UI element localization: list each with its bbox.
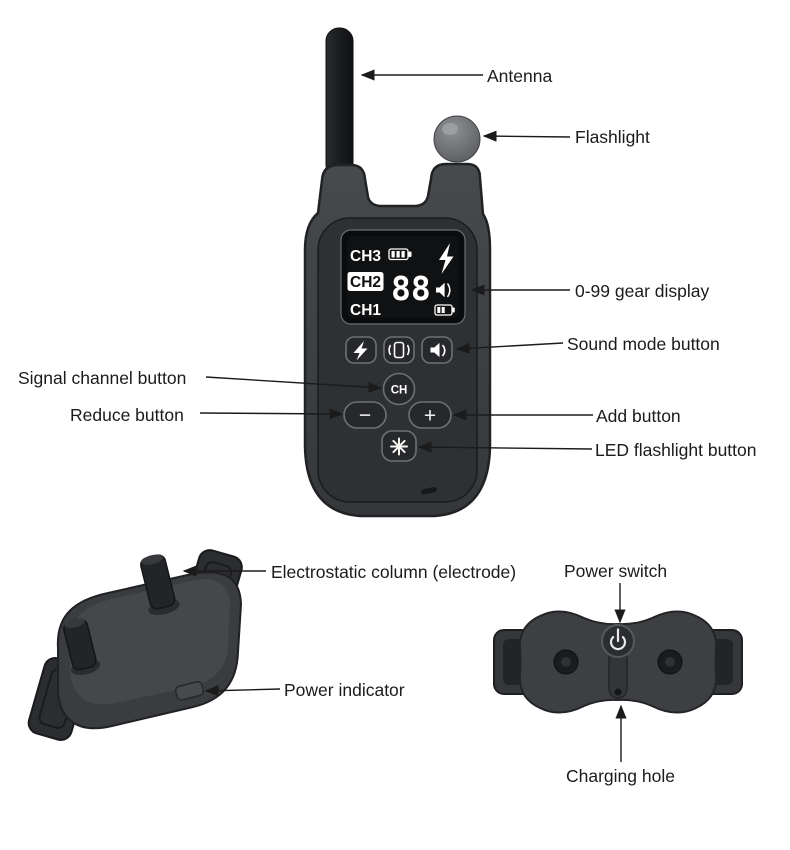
shock-button [345, 336, 377, 364]
remote-transmitter: CH3 CH2 88 CH1 [303, 27, 492, 518]
light-icon [390, 437, 408, 456]
channel-button-label: CH [391, 385, 408, 397]
electrode-hole-right-inner [665, 657, 675, 667]
charging-hole-label: Charging hole [566, 766, 675, 786]
channel-2-label: CH2 [350, 274, 381, 291]
sound-mode-arrow [455, 342, 564, 354]
flashlight-arrow [482, 130, 571, 142]
led-flashlight-arrow [417, 441, 593, 453]
receiver-side-view [27, 549, 243, 741]
gear-display-label: 0-99 gear display [575, 281, 710, 301]
plus-glyph: + [424, 405, 436, 428]
antenna-label: Antenna [487, 66, 553, 86]
channel-1-label: CH1 [350, 302, 381, 319]
speaker-slot [421, 486, 437, 495]
remote-screen: CH3 CH2 88 CH1 [340, 229, 466, 325]
minus-glyph: − [359, 404, 371, 427]
power-indicator-label: Power indicator [284, 680, 405, 700]
vibration-icon [388, 341, 410, 359]
flashlight-dome [433, 115, 481, 163]
add-label: Add button [596, 406, 681, 426]
charging-hole [614, 688, 622, 696]
receiver-top-face [70, 579, 230, 705]
gear-value: 88 [391, 269, 431, 308]
battery-full-icon [388, 248, 412, 261]
reduce-label: Reduce button [70, 405, 184, 425]
electrode-column-front [63, 618, 101, 676]
plus-button: + [408, 401, 452, 429]
signal-channel-arrow [205, 376, 383, 393]
led-flashlight-label: LED flashlight button [595, 440, 757, 460]
power-icon [609, 628, 627, 651]
channel-3-label: CH3 [350, 248, 381, 265]
channel-2-highlight [347, 272, 384, 291]
channel-button: CH [382, 372, 416, 406]
battery-low-icon [434, 304, 455, 316]
flashlight-label: Flashlight [575, 127, 650, 147]
signal-channel-label: Signal channel button [18, 368, 187, 388]
antenna-rod [325, 27, 354, 179]
vibration-button [383, 336, 415, 364]
power-indicator-arrow [204, 685, 281, 697]
sound-mode-label: Sound mode button [567, 334, 720, 354]
power-switch-label: Power switch [564, 561, 668, 581]
power-indicator-led [174, 681, 205, 701]
annotation-arrows [182, 69, 627, 762]
electrode-column-back [140, 554, 180, 616]
reduce-arrow [199, 408, 344, 420]
sound-icon [430, 342, 446, 358]
electrostatic-label: Electrostatic column (electrode) [271, 562, 517, 582]
speaker-icon [436, 282, 451, 298]
light-button [381, 430, 417, 462]
minus-button: − [343, 401, 387, 429]
electrode-hole-left-inner [561, 657, 571, 667]
lightning-icon [439, 243, 454, 274]
sound-button [421, 336, 453, 364]
receiver-top-view [493, 610, 743, 714]
shock-icon [353, 341, 368, 361]
power-button [601, 624, 635, 658]
